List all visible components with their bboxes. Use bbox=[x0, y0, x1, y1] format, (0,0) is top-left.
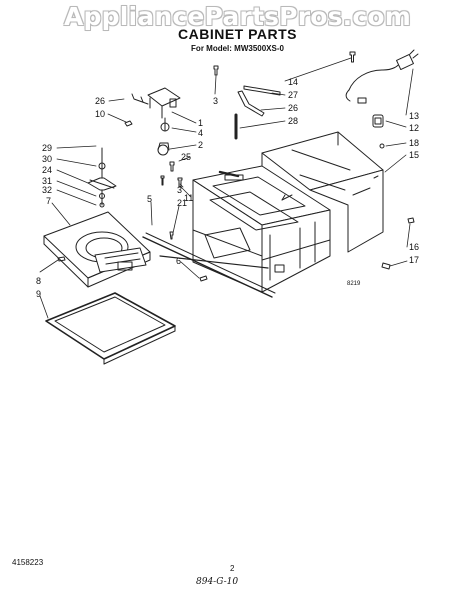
callout-16: 16 bbox=[409, 242, 419, 252]
glass-tray bbox=[45, 292, 176, 365]
cabinet-wrapper bbox=[261, 131, 384, 253]
roller-support bbox=[87, 147, 117, 208]
figure-code: 8219 bbox=[347, 281, 361, 287]
oven-cavity-chassis bbox=[192, 165, 331, 293]
power-cord bbox=[345, 49, 419, 128]
callout-7: 7 bbox=[46, 196, 51, 206]
page-title: CABINET PARTS bbox=[177, 26, 298, 42]
callout-30: 30 bbox=[42, 154, 52, 164]
callout-13: 13 bbox=[409, 111, 419, 121]
page-number: 2 bbox=[230, 564, 235, 573]
watermark: AppliancePartsPros.com bbox=[63, 2, 412, 31]
callout-29: 29 bbox=[42, 143, 52, 153]
stirrer-assembly bbox=[131, 87, 181, 156]
screws bbox=[57, 51, 415, 282]
callout-15: 15 bbox=[409, 150, 419, 160]
front-rail bbox=[159, 255, 269, 269]
part-number: 4158223 bbox=[12, 558, 44, 567]
callout-3: 3 bbox=[213, 96, 218, 106]
callout-labels: 26 10 3 1 4 2 14 27 26 28 13 12 18 15 29… bbox=[36, 77, 419, 299]
callout-26: 26 bbox=[288, 103, 298, 113]
callout-24: 24 bbox=[42, 165, 52, 175]
callout-17: 17 bbox=[409, 255, 419, 265]
callout-8: 8 bbox=[36, 276, 41, 286]
handwritten-note: 894-G-10 bbox=[196, 577, 239, 587]
callout-11: 11 bbox=[184, 193, 193, 203]
callout-6: 6 bbox=[176, 256, 181, 266]
callout-2: 2 bbox=[198, 140, 203, 150]
callout-27: 27 bbox=[288, 90, 298, 100]
drive-assembly bbox=[43, 211, 151, 288]
callout-32: 32 bbox=[42, 185, 52, 195]
callout-14: 14 bbox=[288, 77, 298, 87]
callout-18: 18 bbox=[409, 138, 419, 148]
brackets bbox=[218, 85, 281, 178]
callout-28: 28 bbox=[288, 116, 298, 126]
callout-25: 25 bbox=[181, 152, 191, 162]
leader-lines bbox=[39, 57, 414, 319]
callout-12: 12 bbox=[409, 123, 419, 133]
side-rail bbox=[142, 236, 273, 298]
callout-31: 31 bbox=[42, 176, 52, 186]
callout-26: 26 bbox=[95, 96, 105, 106]
callout-3: 3 bbox=[177, 185, 182, 195]
callout-4: 4 bbox=[198, 128, 203, 138]
model-line: For Model: MW3500XS-0 bbox=[191, 44, 284, 53]
callout-21: 21 bbox=[177, 198, 187, 208]
callout-10: 10 bbox=[95, 109, 105, 119]
callout-9: 9 bbox=[36, 289, 41, 299]
callout-5: 5 bbox=[147, 194, 152, 204]
callout-1: 1 bbox=[198, 118, 203, 128]
